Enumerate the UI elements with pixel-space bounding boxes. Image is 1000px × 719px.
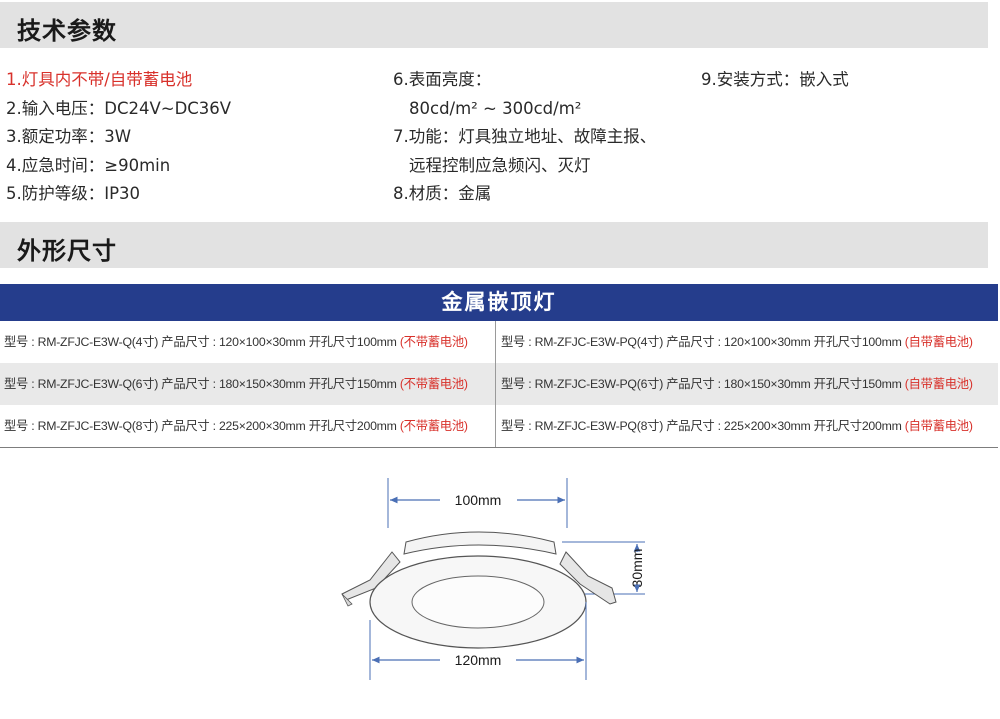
side-dimension-label: 30mm <box>629 549 645 588</box>
section-title: 外形尺寸 <box>17 237 117 265</box>
table-row: 型号 : RM-ZFJC-E3W-Q(4寸) 产品尺寸 : 120×100×30… <box>0 321 998 363</box>
spec-battery: 1.灯具内不带/自带蓄电池 <box>6 70 193 89</box>
spec-column-1: 1.灯具内不带/自带蓄电池 2.输入电压：DC24V~DC36V 3.额定功率：… <box>6 66 231 209</box>
battery-note: (不带蓄电池) <box>399 377 468 391</box>
battery-note: (自带蓄电池) <box>904 377 973 391</box>
spec-emergency-time: 4.应急时间：≥90min <box>6 155 171 175</box>
spec-column-2: 6.表面亮度： 80cd/m² ~ 300cd/m² 7.功能：灯具独立地址、故… <box>393 66 656 209</box>
battery-note: (不带蓄电池) <box>399 419 468 433</box>
spec-surface-brightness: 6.表面亮度： <box>393 70 492 89</box>
model-cell-right: 型号 : RM-ZFJC-E3W-PQ(8寸) 产品尺寸 : 225×200×3… <box>501 405 995 447</box>
section-header-tech-params: 技术参数 <box>0 2 988 48</box>
model-cell-right: 型号 : RM-ZFJC-E3W-PQ(4寸) 产品尺寸 : 120×100×3… <box>501 321 995 363</box>
table-row: 型号 : RM-ZFJC-E3W-Q(8寸) 产品尺寸 : 225×200×30… <box>0 405 998 447</box>
spec-input-voltage: 2.输入电压：DC24V~DC36V <box>6 98 232 118</box>
model-text: 型号 : RM-ZFJC-E3W-PQ(8寸) 产品尺寸 : 225×200×3… <box>501 419 905 433</box>
bottom-dimension: 120mm <box>369 602 587 680</box>
battery-note: (自带蓄电池) <box>904 335 973 349</box>
bottom-dimension-label: 120mm <box>455 652 502 668</box>
spec-protection-level: 5.防护等级：IP30 <box>6 184 141 203</box>
table-row: 型号 : RM-ZFJC-E3W-Q(6寸) 产品尺寸 : 180×150×30… <box>0 363 998 405</box>
column-divider <box>495 321 496 447</box>
downlight-illustration <box>341 531 617 649</box>
section-header-dimensions: 外形尺寸 <box>0 222 988 268</box>
downlight-dimension-drawing: 100mm 30mm 120mm <box>341 478 645 680</box>
top-dimension: 100mm <box>387 478 568 528</box>
spec-rated-power: 3.额定功率：3W <box>6 127 132 146</box>
product-title: 金属嵌顶灯 <box>441 290 557 314</box>
spec-installation: 9.安装方式：嵌入式 <box>701 70 849 89</box>
battery-note: (自带蓄电池) <box>904 419 973 433</box>
model-text: 型号 : RM-ZFJC-E3W-Q(6寸) 产品尺寸 : 180×150×30… <box>4 377 400 391</box>
top-dimension-label: 100mm <box>455 492 502 508</box>
model-cell-right: 型号 : RM-ZFJC-E3W-PQ(6寸) 产品尺寸 : 180×150×3… <box>501 363 995 405</box>
model-cell-left: 型号 : RM-ZFJC-E3W-Q(6寸) 产品尺寸 : 180×150×30… <box>4 363 490 405</box>
product-table: 金属嵌顶灯 型号 : RM-ZFJC-E3W-Q(4寸) 产品尺寸 : 120×… <box>0 284 998 448</box>
product-header: 金属嵌顶灯 <box>0 284 998 321</box>
spec-material: 8.材质：金属 <box>393 184 492 203</box>
model-text: 型号 : RM-ZFJC-E3W-PQ(4寸) 产品尺寸 : 120×100×3… <box>501 335 905 349</box>
table-bottom-border <box>0 447 998 448</box>
model-text: 型号 : RM-ZFJC-E3W-Q(4寸) 产品尺寸 : 120×100×30… <box>4 335 400 349</box>
model-cell-left: 型号 : RM-ZFJC-E3W-Q(4寸) 产品尺寸 : 120×100×30… <box>4 321 490 363</box>
model-text: 型号 : RM-ZFJC-E3W-Q(8寸) 产品尺寸 : 225×200×30… <box>4 419 400 433</box>
section-title: 技术参数 <box>17 17 117 45</box>
spec-function-cont: 远程控制应急频闪、灭灯 <box>409 155 591 175</box>
battery-note: (不带蓄电池) <box>399 335 468 349</box>
spec-surface-brightness-value: 80cd/m² ~ 300cd/m² <box>409 98 582 118</box>
model-cell-left: 型号 : RM-ZFJC-E3W-Q(8寸) 产品尺寸 : 225×200×30… <box>4 405 490 447</box>
spec-function: 7.功能：灯具独立地址、故障主报、 <box>393 127 657 146</box>
model-text: 型号 : RM-ZFJC-E3W-PQ(6寸) 产品尺寸 : 180×150×3… <box>501 377 905 391</box>
spec-column-3: 9.安装方式：嵌入式 <box>701 66 849 95</box>
